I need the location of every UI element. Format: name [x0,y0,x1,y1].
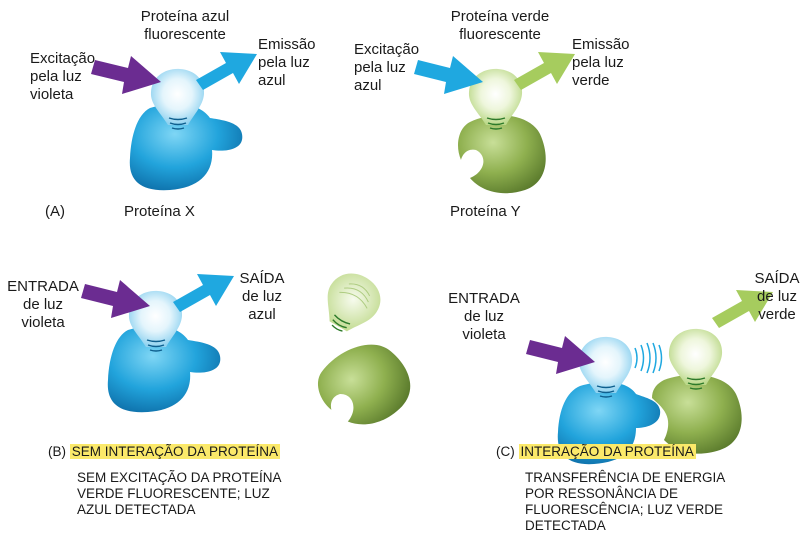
protein-y-label: Proteína Y [450,203,521,220]
excitation-arrow-blue [414,56,483,94]
emission-arrow-blue [196,52,257,90]
blue-protein-label: Proteína azul fluorescente [118,8,252,44]
panel-b-letter: (B) [48,444,66,459]
bulb-stripes [486,117,506,130]
green-bulb [468,68,523,125]
panel-b-title: SEM INTERAÇÃO DA PROTEÍNA [69,444,281,459]
green-protein-a [414,52,575,194]
caption-line: TRANSFERÊNCIA DE ENERGIA [525,470,726,485]
blue-protein-a [91,52,257,191]
panel-c-title: INTERAÇÃO DA PROTEÍNA [518,444,696,459]
label-line: Emissão [572,36,630,53]
input-arrow-violet [81,280,150,318]
excitation-arrow-violet [91,56,161,94]
blue-bulb [578,336,633,393]
protein-y-body [652,374,742,454]
panel-b-input-label: ENTRADA de luz violeta [6,278,80,332]
caption-line: POR RESSONÂNCIA DE [525,486,679,501]
excitation-violet-label: Excitação pela luz violeta [30,50,95,104]
panel-b-output-label: SAÍDA de luz azul [226,270,298,324]
label-line: azul [354,77,382,94]
caption-line: FLUORESCÊNCIA; LUZ VERDE [525,502,724,517]
label-line: azul [258,72,286,89]
label-line: de luz [463,308,505,325]
label-line: violeta [462,326,506,343]
label-line: fluorescente [144,26,226,43]
protein-x-body [557,381,661,465]
label-line: SAÍDA [239,270,285,287]
label-line: Proteína azul [140,8,230,25]
panel-c-graphic [526,290,773,465]
panel-c-title-row: (C) INTERAÇÃO DA PROTEÍNA [496,444,696,460]
bulb-stripes [686,377,706,390]
bulb-stripes [146,339,166,352]
label-line: SAÍDA [754,270,800,287]
label-line: de luz [22,296,64,313]
label-line: Excitação [354,41,420,58]
energy-transfer-waves [634,342,663,374]
label-line: pela luz [30,68,82,85]
label-line: violeta [30,86,74,103]
excitation-blue-label: Excitação pela luz azul [354,41,419,95]
label-line: violeta [21,314,65,331]
panel-b-title-row: (B) SEM INTERAÇÃO DA PROTEÍNA [48,444,281,460]
caption-line: DETECTADA [525,518,606,533]
label-line: azul [248,306,276,323]
label-line: verde [572,72,610,89]
label-line: fluorescente [459,26,541,43]
caption-line: SEM EXCITAÇÃO DA PROTEÍNA [77,470,282,485]
panel-a-letter: (A) [45,203,65,220]
protein-x-body [129,103,243,191]
panel-c-output-label: SAÍDA de luz verde [750,270,804,324]
caption-line: AZUL DETECTADA [77,502,196,517]
panel-b-graphic [81,273,411,425]
panel-c-caption: TRANSFERÊNCIA DE ENERGIA POR RESSONÂNCIA… [525,470,725,534]
label-line: ENTRADA [7,278,79,295]
label-line: Excitação [30,50,96,67]
input-arrow-violet [526,336,595,374]
label-line: Proteína verde [450,8,550,25]
emission-arrow-green [514,52,575,90]
label-line: pela luz [354,59,406,76]
protein-x-body [107,325,221,413]
label-line: Emissão [258,36,316,53]
bulb-stripes [168,117,188,130]
label-line: pela luz [572,54,624,71]
caption-line: VERDE FLUORESCENTE; LUZ [77,486,270,501]
output-arrow-green [712,290,773,328]
panel-c-input-label: ENTRADA de luz violeta [447,290,521,344]
blue-bulb [150,68,205,125]
label-line: verde [758,306,796,323]
bulb-stripes [596,385,616,398]
green-bulb-dim [327,273,381,332]
label-line: de luz [241,288,283,305]
output-arrow-blue [173,274,234,312]
label-line: de luz [756,288,798,305]
emission-blue-label: Emissão pela luz azul [258,36,316,90]
emission-green-label: Emissão pela luz verde [572,36,630,90]
green-protein-label: Proteína verde fluorescente [432,8,568,44]
protein-y-body [458,115,546,194]
panel-c-letter: (C) [496,444,515,459]
label-line: ENTRADA [448,290,520,307]
green-bulb [668,328,723,385]
panel-b-caption: SEM EXCITAÇÃO DA PROTEÍNA VERDE FLUORESC… [77,470,282,518]
protein-x-label: Proteína X [124,203,195,220]
label-line: pela luz [258,54,310,71]
protein-y-unbound [318,344,411,425]
